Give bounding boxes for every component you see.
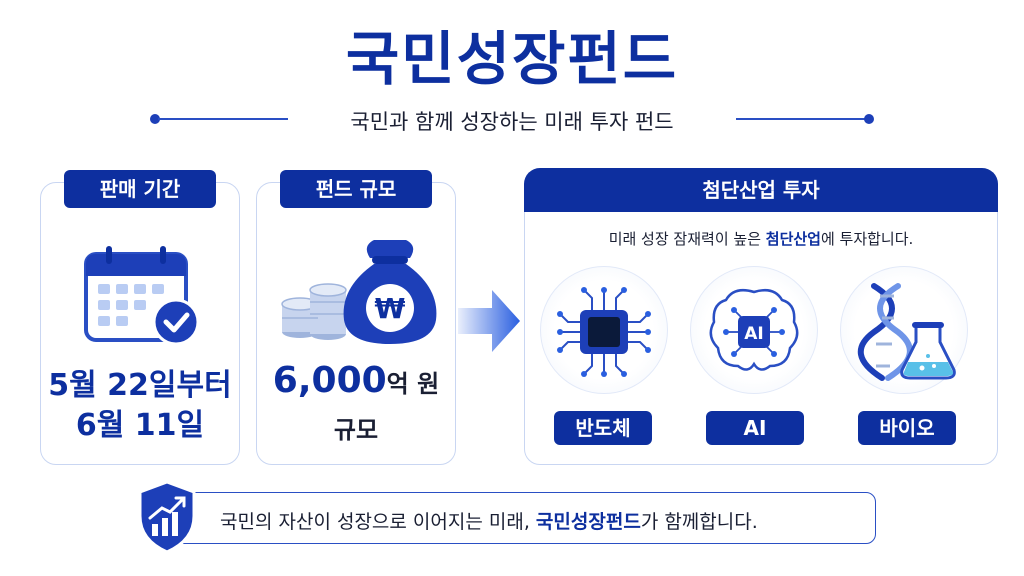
subtitle-line-left — [158, 118, 288, 120]
fund-amount-unit: 억 원 — [386, 370, 440, 398]
money-bag-coins-icon: ₩ — [281, 240, 437, 344]
chip-icon — [557, 287, 651, 377]
calendar-check-icon — [84, 246, 200, 346]
shield-chart-icon — [138, 480, 196, 554]
ai-brain-icon: AI — [709, 289, 799, 371]
dna-flask-icon — [857, 283, 956, 381]
sales-start-date: 5월 22일부터 — [48, 368, 232, 403]
coin-stack-icon — [281, 283, 347, 340]
investment-description: 미래 성장 잠재력이 높은 첨단산업에 투자합니다. — [608, 230, 914, 248]
footer-message: 국민의 자산이 성장으로 이어지는 미래, 국민성장펀드가 함께합니다. — [220, 511, 758, 533]
sales-end-date: 6월 11일 — [75, 408, 205, 443]
sector-tag-bio: 바이오 — [858, 411, 956, 445]
sector-tag-ai: AI — [706, 411, 804, 445]
investment-banner: 첨단산업 투자 — [524, 168, 998, 212]
subtitle-line-right — [736, 118, 866, 120]
ai-chip-text: AI — [744, 324, 763, 344]
subtitle-dot-left — [150, 114, 160, 124]
page-title: 국민성장펀드 — [345, 25, 679, 93]
arrow-right-icon — [458, 290, 520, 352]
won-symbol: ₩ — [375, 292, 406, 325]
footer-box — [148, 492, 876, 544]
fund-scale-label: 규모 — [333, 416, 379, 444]
investment-description-highlight: 첨단산업 — [765, 230, 821, 248]
sector-tag-semiconductor: 반도체 — [554, 411, 652, 445]
fund-amount: 6,000억 원 — [256, 360, 456, 401]
subtitle-row: 국민과 함께 성장하는 미래 투자 펀드 — [150, 104, 874, 134]
fund-size-label: 펀드 규모 — [280, 170, 432, 208]
subtitle: 국민과 함께 성장하는 미래 투자 펀드 — [350, 110, 674, 134]
sales-period-label: 판매 기간 — [64, 170, 216, 208]
fund-amount-value: 6,000 — [272, 360, 387, 401]
subtitle-dot-right — [864, 114, 874, 124]
dna-icon — [857, 283, 913, 381]
flask-icon — [900, 322, 956, 380]
footer-highlight: 국민성장펀드 — [535, 511, 641, 533]
